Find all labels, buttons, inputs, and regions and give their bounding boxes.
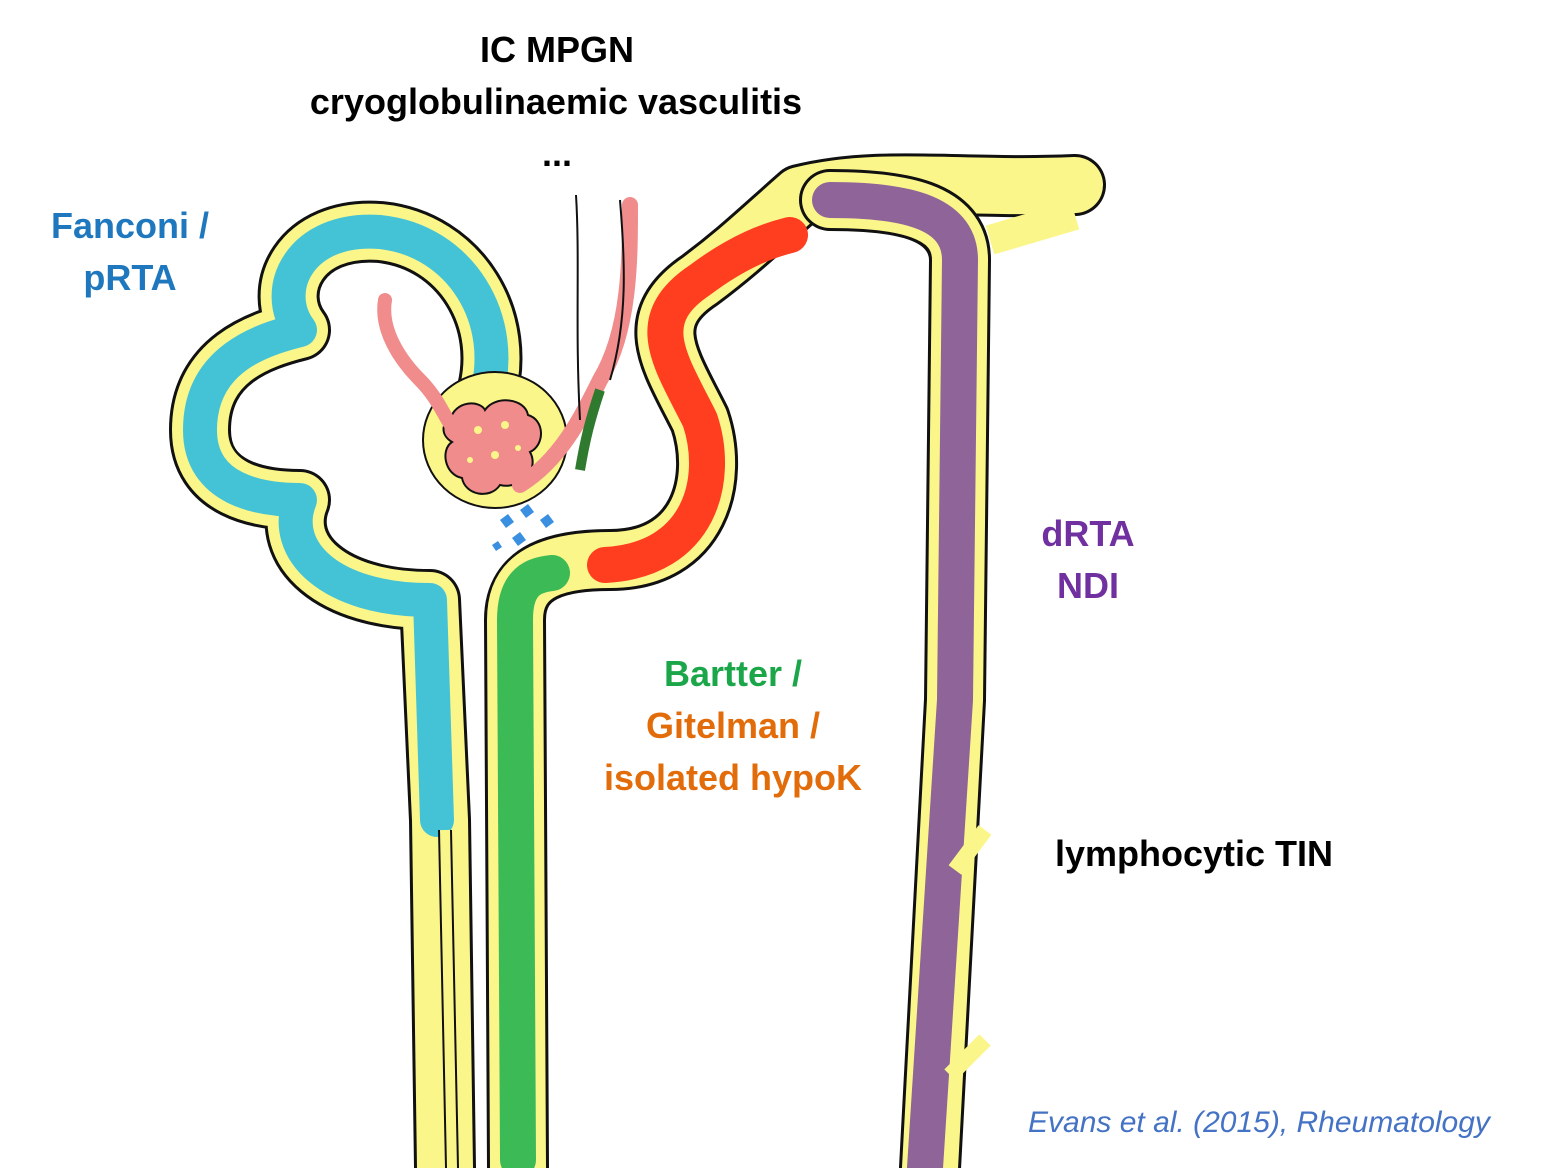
- lymphocytic-tin-label: lymphocytic TIN: [1055, 833, 1334, 874]
- fanconi-label-line1: Fanconi /: [50, 205, 209, 246]
- bartter-label: Bartter /: [663, 653, 803, 694]
- drta-label-line2: NDI: [1057, 565, 1119, 606]
- efferent-arteriole: [512, 197, 638, 493]
- proximal-highlight: [183, 214, 509, 837]
- glomerulus: [377, 194, 638, 551]
- drta-label-line1: dRTA: [1041, 513, 1135, 554]
- afferent-arteriole: [377, 293, 462, 437]
- collecting-duct-highlight: [812, 182, 978, 1168]
- fanconi-label-line2: pRTA: [83, 257, 177, 298]
- top-label-line2: cryoglobulinaemic vasculitis: [309, 81, 803, 122]
- isolated-hypok-label: isolated hypoK: [603, 757, 863, 798]
- gitelman-label: Gitelman /: [645, 705, 821, 746]
- macula-densa: [492, 504, 554, 551]
- top-label-line1: IC MPGN: [479, 29, 634, 70]
- distal-tubule-highlight: [587, 217, 808, 583]
- citation: Evans et al. (2015), Rheumatology: [1028, 1106, 1490, 1139]
- collecting-duct: [799, 169, 1080, 1168]
- loop-highlight: [497, 555, 570, 1168]
- proximal-tubule: [169, 200, 523, 1168]
- top-label-line3: ...: [541, 133, 572, 174]
